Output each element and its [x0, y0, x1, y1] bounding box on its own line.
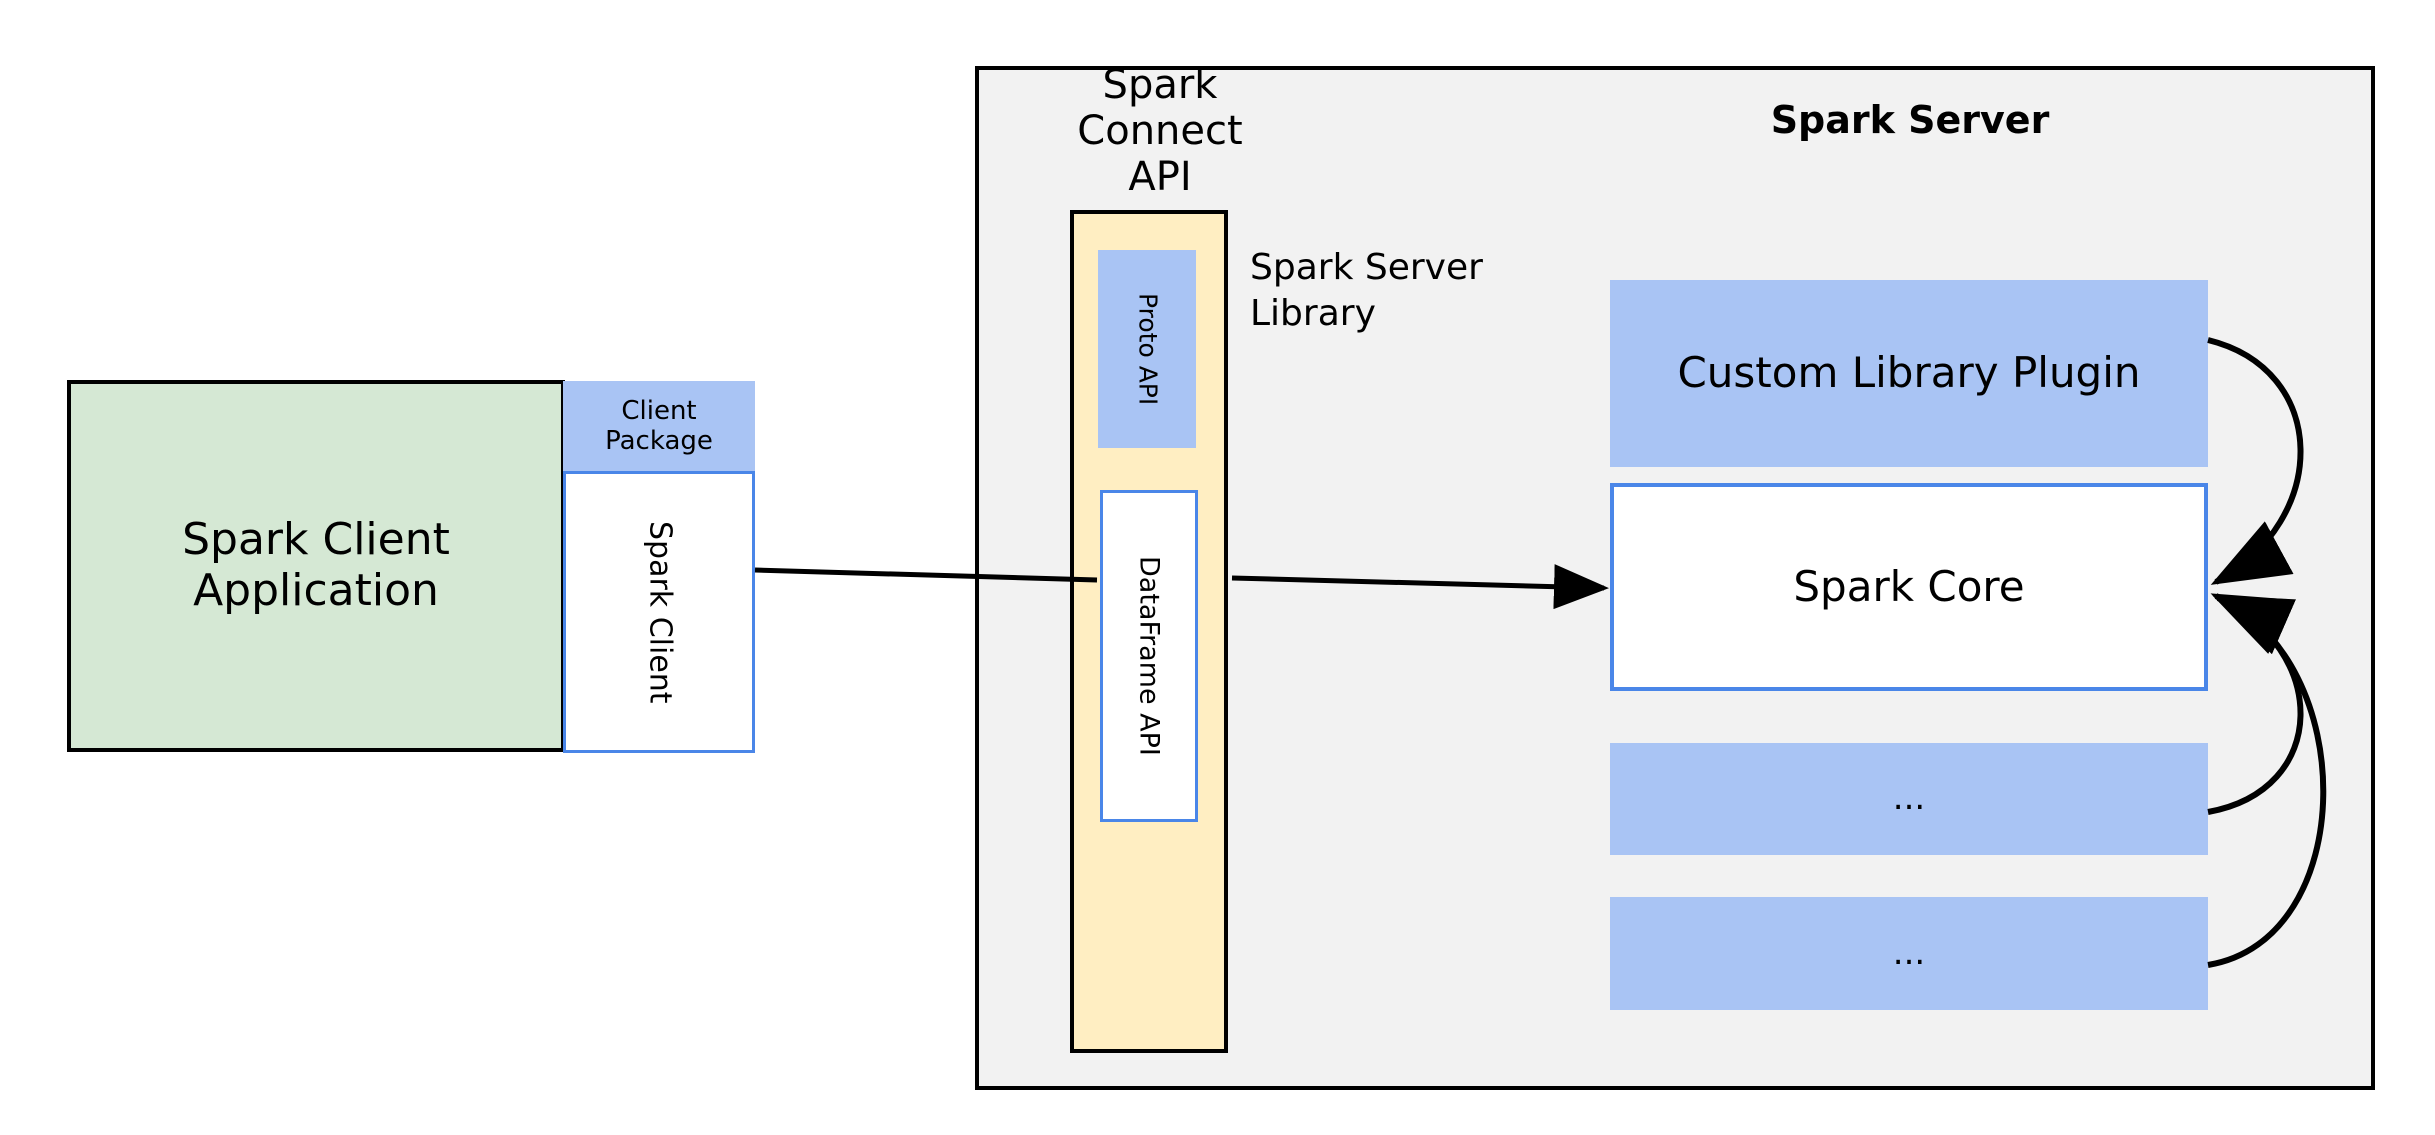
spark-server-library-label: Spark Server Library — [1250, 245, 1570, 345]
spark-connect-api-label: Spark Connect API — [1015, 62, 1305, 200]
spark-server-title: Spark Server — [1770, 98, 2050, 143]
spark-client-application-label-line2: Application — [193, 565, 439, 616]
client-package-box: Client Package — [563, 381, 755, 473]
spark-connect-api-label-line2: API — [1128, 154, 1192, 200]
plugin-ellipsis-box-1: ... — [1610, 743, 2208, 855]
custom-library-plugin-box: Custom Library Plugin — [1610, 280, 2208, 467]
spark-client-application-box: Spark Client Application — [67, 380, 565, 752]
proto-api-label: Proto API — [1133, 292, 1163, 406]
dataframe-api-box: DataFrame API — [1100, 490, 1198, 822]
client-package-label-line2: Package — [605, 426, 713, 456]
plugin-ellipsis-box-2: ... — [1610, 897, 2208, 1010]
spark-connect-api-label-line1: Spark Connect — [1077, 62, 1243, 154]
proto-api-box: Proto API — [1098, 250, 1196, 448]
spark-server-library-label-line1: Spark Server — [1250, 247, 1483, 288]
spark-core-box: Spark Core — [1610, 483, 2208, 691]
dataframe-api-label: DataFrame API — [1133, 556, 1165, 756]
spark-client-box: Spark Client — [563, 471, 755, 753]
spark-server-library-label-line2: Library — [1250, 293, 1376, 335]
spark-client-application-label-line1: Spark Client — [182, 514, 450, 566]
spark-client-label: Spark Client — [642, 520, 678, 704]
client-package-label-line1: Client — [621, 396, 697, 427]
